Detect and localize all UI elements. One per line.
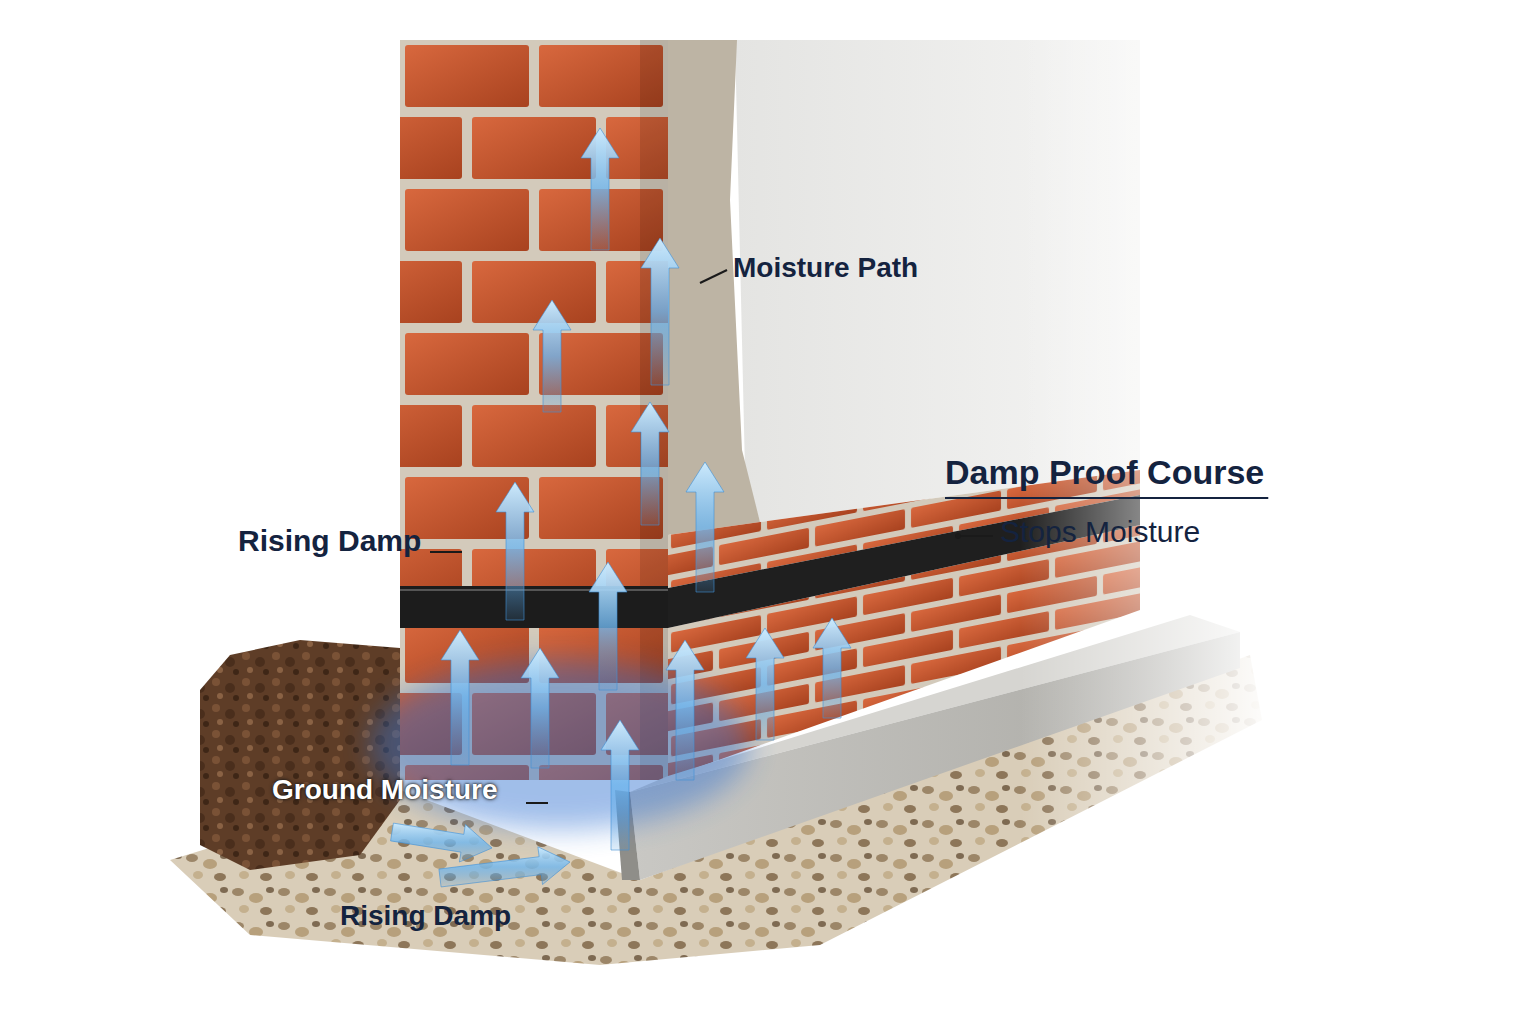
moisture-arrow	[441, 630, 479, 765]
callout-label: Stops Moisture	[1000, 515, 1200, 550]
leader-line	[700, 270, 727, 283]
moisture-arrow	[746, 628, 784, 740]
moisture-arrow	[391, 823, 492, 862]
callout-label: Rising Damp	[340, 900, 511, 932]
callout-label: Rising Damp	[238, 524, 421, 559]
moisture-arrow	[589, 562, 627, 690]
soil-mound	[200, 640, 400, 870]
moisture-arrow	[631, 402, 669, 525]
leader-line	[430, 551, 462, 553]
leader-line	[526, 802, 548, 804]
moisture-arrow	[601, 720, 639, 850]
fade-right-solid	[1280, 0, 1536, 1024]
moisture-arrow	[641, 238, 679, 385]
moisture-arrow	[813, 618, 851, 718]
damp-proof-course-front	[400, 586, 668, 628]
dpc-highlight	[400, 589, 668, 591]
fade-right	[1020, 0, 1280, 1024]
moisture-arrow	[686, 462, 724, 592]
moisture-arrow	[666, 640, 704, 780]
mortar-edge	[668, 40, 760, 535]
leader-dot	[955, 533, 961, 539]
moisture-arrow	[521, 648, 559, 768]
moisture-arrow	[533, 300, 571, 412]
callout-label: Ground Moisture	[272, 774, 498, 806]
heading-underline	[945, 497, 1268, 499]
moisture-arrow	[496, 482, 534, 620]
leader-line	[958, 535, 993, 537]
moisture-arrow	[581, 128, 619, 250]
moisture-arrow	[439, 847, 570, 887]
heading-label: Damp Proof Course	[945, 453, 1264, 492]
callout-label: Moisture Path	[733, 252, 918, 284]
moisture-arrows	[391, 128, 851, 887]
